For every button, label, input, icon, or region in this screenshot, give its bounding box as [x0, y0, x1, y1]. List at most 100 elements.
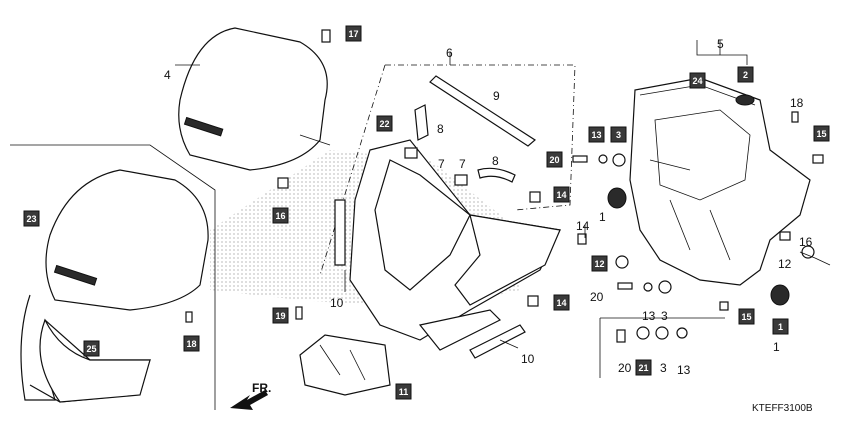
- boxed-part-number: 3: [610, 126, 627, 143]
- strip-9: [429, 75, 537, 147]
- boxed-number-text: 13: [591, 130, 601, 140]
- boxed-number-text: 2: [743, 70, 748, 80]
- rubber-mount-1a: [607, 187, 627, 209]
- part-number-label: 10: [521, 352, 535, 366]
- part-number-label: 20: [590, 290, 604, 304]
- trim-8a: [414, 104, 429, 141]
- collar-3c: [655, 326, 669, 340]
- boxed-part-number: 17: [345, 25, 362, 42]
- boxed-part-number: 16: [272, 207, 289, 224]
- boxed-number-text: 12: [594, 259, 604, 269]
- leader-12: [799, 251, 831, 266]
- bracket-11: [299, 334, 391, 396]
- boxed-part-number: 12: [591, 255, 608, 272]
- part-number-label: 1: [773, 340, 780, 354]
- boxed-number-text: 14: [556, 190, 566, 200]
- bolt-16b: [779, 231, 791, 241]
- leader-10b: [499, 339, 519, 349]
- number-box: [272, 207, 289, 224]
- boxed-part-number: 14: [553, 186, 570, 203]
- part-number-label: 3: [661, 309, 668, 323]
- number-box: [738, 308, 755, 325]
- part-number-label: 7: [438, 157, 445, 171]
- bolt-20b: [617, 282, 633, 290]
- clip-15: [719, 301, 729, 311]
- screw-19: [295, 306, 303, 320]
- boxed-number-text: 23: [26, 214, 36, 224]
- rubber-mount-1b: [770, 284, 790, 306]
- clip-14b: [577, 233, 587, 245]
- leader-5: [696, 40, 748, 65]
- boxed-part-number: 2: [737, 66, 754, 83]
- number-box: [345, 25, 362, 42]
- boxed-part-number: 24: [689, 72, 706, 89]
- boxed-number-text: 18: [186, 339, 196, 349]
- boxed-part-number: 15: [738, 308, 755, 325]
- bolt-16c: [277, 177, 289, 189]
- boxed-number-text: 19: [275, 311, 285, 321]
- number-box: [772, 318, 789, 335]
- boxed-part-number: 20: [546, 151, 563, 168]
- part-number-label: 7: [459, 157, 466, 171]
- number-box: [395, 383, 412, 400]
- diagram-code: KTEFF3100B: [752, 403, 813, 414]
- part-number-label: 3: [660, 361, 667, 375]
- bolt-20a: [572, 155, 588, 163]
- boxed-part-number: 19: [272, 307, 289, 324]
- number-box: [546, 151, 563, 168]
- number-box: [588, 126, 605, 143]
- boxed-number-text: 16: [275, 211, 285, 221]
- number-box: [83, 340, 100, 357]
- boxed-part-number: 11: [395, 383, 412, 400]
- bolt-17: [321, 29, 331, 43]
- part-number-label: 6: [446, 46, 453, 60]
- screw-18b: [185, 311, 193, 323]
- boxed-number-text: 25: [86, 344, 96, 354]
- direction-label: FR.: [252, 381, 271, 395]
- boxed-number-text: 3: [616, 130, 621, 140]
- visor-garnish: [20, 294, 151, 403]
- number-box: [553, 294, 570, 311]
- front-cowl: [319, 64, 576, 359]
- boxed-number-text: 20: [549, 155, 559, 165]
- part-number-label: 1: [599, 210, 606, 224]
- boxed-number-text: 21: [638, 363, 648, 373]
- part-number-label: 8: [437, 122, 444, 136]
- washer-13a: [598, 154, 608, 164]
- washer-13b: [643, 282, 653, 292]
- number-box: [610, 126, 627, 143]
- part-number-label: 12: [778, 257, 792, 271]
- bolt-16a: [812, 154, 824, 164]
- nut-12a: [615, 255, 629, 269]
- part-number-label: 13: [642, 309, 656, 323]
- windscreen-upper: [178, 27, 331, 171]
- number-box: [813, 125, 830, 142]
- boxed-number-text: 1: [778, 322, 783, 332]
- boxed-number-text: 17: [348, 29, 358, 39]
- number-box: [737, 66, 754, 83]
- clip-14c: [527, 295, 539, 307]
- screw-18: [791, 111, 799, 123]
- washer-13c: [676, 327, 688, 339]
- part-number-label: 9: [493, 89, 500, 103]
- number-box: [591, 255, 608, 272]
- clip-14a: [529, 191, 541, 203]
- number-box: [553, 186, 570, 203]
- number-box: [23, 210, 40, 227]
- number-box: [376, 115, 393, 132]
- front-direction-arrow: FR.: [230, 381, 271, 410]
- washer-21: [636, 326, 650, 340]
- collar-3a: [612, 153, 626, 167]
- part-number-label: 5: [717, 37, 724, 51]
- part-number-label: 13: [677, 363, 691, 377]
- part-number-label: 4: [164, 68, 171, 82]
- number-box: [689, 72, 706, 89]
- boxed-number-text: 15: [741, 312, 751, 322]
- boxed-part-number: 23: [23, 210, 40, 227]
- boxed-number-text: 14: [556, 298, 566, 308]
- part-number-label: 10: [330, 296, 344, 310]
- boxed-number-text: 24: [692, 76, 702, 86]
